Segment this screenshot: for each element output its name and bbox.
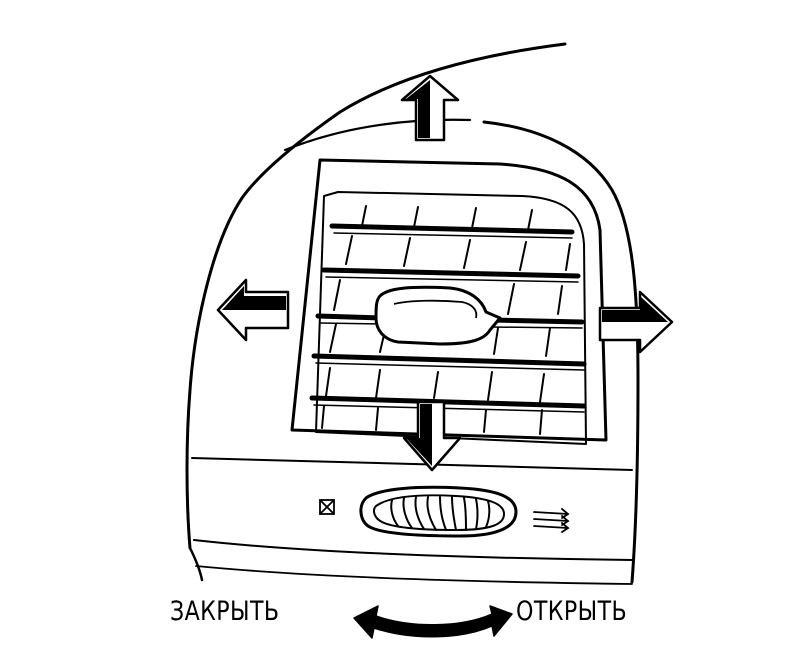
arrow-left-icon xyxy=(216,278,290,342)
thumbwheel xyxy=(359,485,518,538)
vent-adjust-knob xyxy=(374,285,502,346)
airflow-symbol-icon xyxy=(533,508,570,533)
close-label: ЗАКРЫТЬ xyxy=(170,596,280,627)
closed-vent-symbol-icon xyxy=(319,499,335,515)
arrow-down-icon xyxy=(402,400,462,472)
open-label: ОТКРЫТЬ xyxy=(516,596,628,627)
double-headed-curved-arrow-icon xyxy=(353,605,513,639)
arrow-up-icon xyxy=(400,74,460,142)
arrow-right-icon xyxy=(598,290,674,354)
vent-housing xyxy=(290,158,608,445)
vent-grille xyxy=(321,205,571,435)
vent-louvers xyxy=(309,223,587,413)
dashboard-panel xyxy=(185,42,640,585)
